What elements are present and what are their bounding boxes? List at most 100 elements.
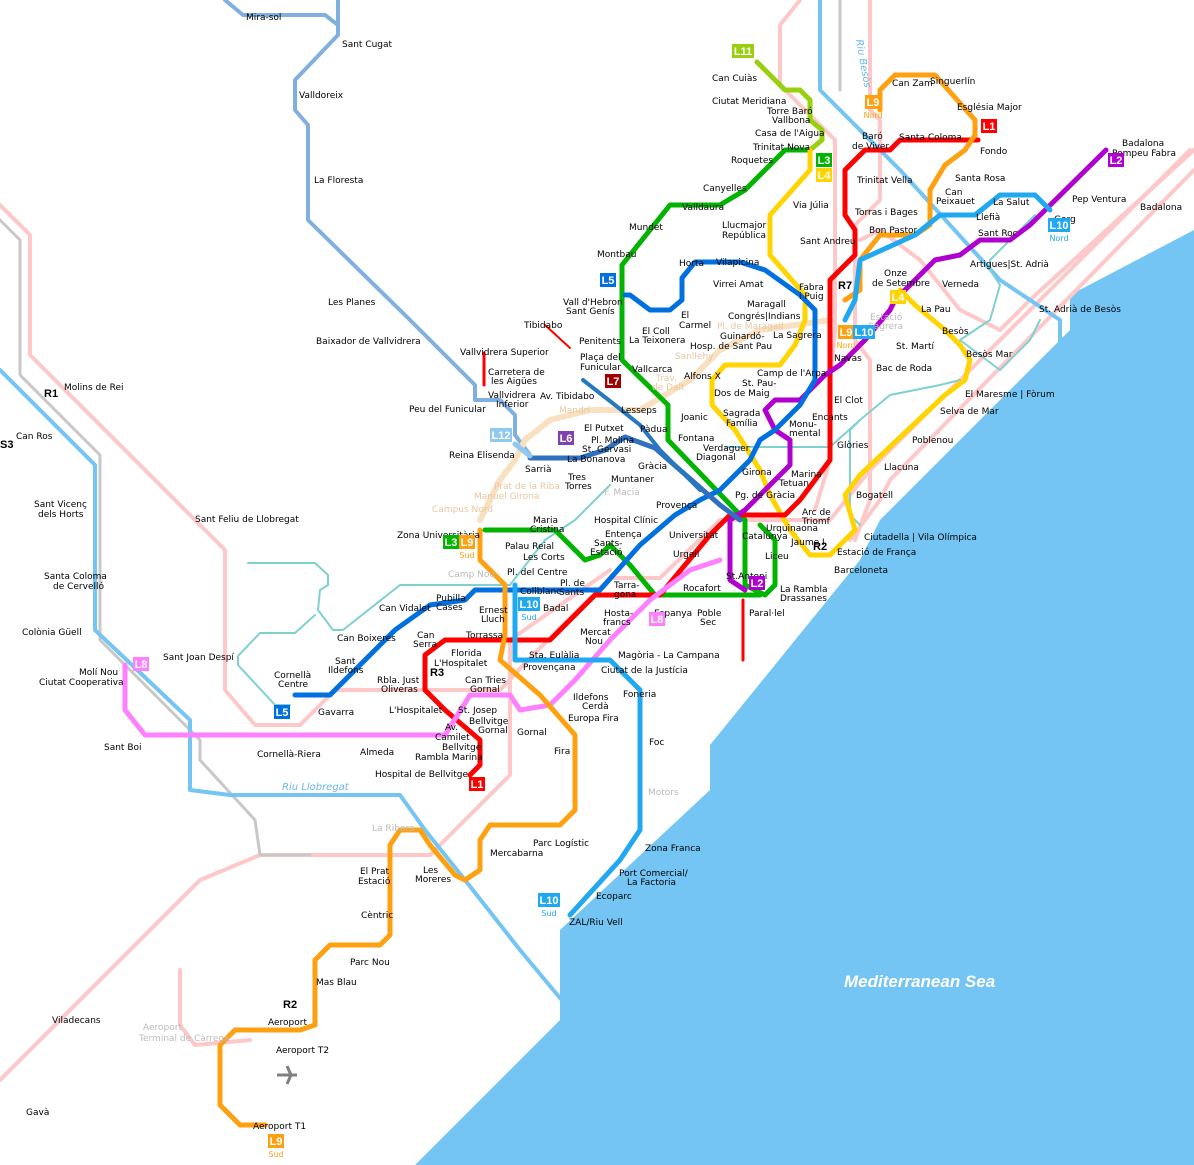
station-label[interactable]: Llucmajor: [722, 221, 766, 231]
station-label[interactable]: Santa Coloma: [44, 572, 107, 582]
station-label[interactable]: Encants: [812, 413, 848, 423]
station-label[interactable]: Can Boixeres: [337, 634, 396, 644]
station-label[interactable]: Besòs Mar: [966, 349, 1013, 360]
station-label[interactable]: El Prat: [360, 867, 390, 877]
station-label[interactable]: Sant Andreu: [800, 237, 856, 247]
station-label[interactable]: Penitents: [579, 337, 621, 347]
station-label[interactable]: Aeroport: [268, 1018, 307, 1028]
station-label[interactable]: Sant Feliu de Llobregat: [195, 515, 299, 525]
station-label[interactable]: Fontana: [678, 434, 714, 444]
station-label[interactable]: Foneria: [623, 690, 656, 700]
station-label[interactable]: Pl. del Centre: [507, 568, 568, 578]
station-label[interactable]: Trinitat Vella: [856, 176, 913, 186]
station-label[interactable]: Torrassa: [465, 631, 503, 641]
station-label[interactable]: Mercabarna: [490, 849, 543, 859]
station-label[interactable]: El Coll: [642, 327, 670, 337]
station-label[interactable]: Cases: [436, 603, 463, 613]
station-label[interactable]: Trav.: [655, 374, 677, 384]
station-label[interactable]: Sant Cugat: [342, 40, 393, 50]
station-label[interactable]: Trinitat Nova: [752, 143, 810, 153]
station-label[interactable]: Girona: [742, 468, 772, 478]
station-label[interactable]: Mandri: [559, 406, 590, 416]
station-label[interactable]: Molins de Rei: [64, 383, 124, 393]
station-label[interactable]: Aeroport T2: [276, 1046, 329, 1056]
station-label[interactable]: Drassanes: [780, 594, 827, 604]
station-label[interactable]: St. Josep: [458, 706, 497, 716]
station-label[interactable]: St. Adrià de Besòs: [1039, 304, 1121, 315]
line-badge-l8[interactable]: L8: [649, 612, 665, 626]
station-label[interactable]: mental: [789, 429, 821, 439]
station-label[interactable]: Fabra: [799, 283, 824, 293]
station-label[interactable]: Barceloneta: [834, 566, 888, 576]
station-label[interactable]: La Bonanova: [567, 455, 625, 465]
station-label[interactable]: Parc Logístic: [533, 839, 589, 849]
station-label[interactable]: de Cervelló: [53, 581, 104, 592]
station-label[interactable]: Santa Coloma: [899, 133, 962, 143]
station-label[interactable]: La Ribera: [372, 824, 415, 834]
station-label[interactable]: Sta. Eulàlia: [529, 651, 579, 661]
station-label[interactable]: Verdaguer: [703, 444, 750, 454]
station-label[interactable]: El Maresme | Fòrum: [965, 389, 1055, 400]
station-label[interactable]: Bon Pastor: [869, 226, 918, 236]
station-label[interactable]: Can Vidalet: [379, 604, 431, 614]
station-label[interactable]: Les Corts: [523, 553, 565, 563]
station-label[interactable]: Virrei Amat: [713, 280, 764, 290]
station-label[interactable]: Gavà: [26, 1108, 49, 1118]
station-label[interactable]: Les Planes: [328, 298, 376, 308]
station-label[interactable]: Badal: [543, 604, 568, 614]
station-label[interactable]: El Putxet: [584, 424, 624, 434]
line-badge-l1b[interactable]: L1: [469, 777, 485, 791]
station-label[interactable]: Provença: [656, 501, 697, 511]
station-label[interactable]: Hospital Clínic: [594, 516, 658, 526]
station-label[interactable]: Pg. de Gràcia: [735, 491, 795, 501]
line-badge-l6[interactable]: L6: [558, 431, 574, 445]
station-label[interactable]: Mas Blau: [316, 978, 357, 988]
station-label[interactable]: Sarrià: [525, 465, 552, 475]
station-label[interactable]: Vallvidrera: [488, 391, 536, 401]
station-label[interactable]: Pl. Molina: [591, 436, 634, 446]
station-label[interactable]: La Factoria: [627, 878, 676, 888]
station-label[interactable]: Zona Franca: [645, 844, 701, 854]
station-label[interactable]: Provençana: [523, 663, 576, 673]
station-label[interactable]: Tarra-: [613, 581, 640, 591]
station-label[interactable]: Badalona: [1140, 203, 1182, 213]
station-label[interactable]: Magòria - La Campana: [618, 650, 720, 661]
station-label[interactable]: Ciutat Meridiana: [712, 97, 786, 107]
station-label[interactable]: Verneda: [942, 280, 979, 290]
station-label[interactable]: Oliveras: [381, 685, 418, 695]
line-badge-l2[interactable]: L2: [1108, 153, 1124, 167]
station-label[interactable]: Bac de Roda: [876, 364, 932, 374]
station-label[interactable]: Pl. de: [560, 579, 585, 589]
station-label[interactable]: República: [722, 231, 766, 241]
station-label[interactable]: Tres: [567, 473, 586, 483]
station-label[interactable]: La Sagrera: [773, 331, 822, 341]
station-label[interactable]: Valldoreix: [299, 91, 344, 101]
station-label[interactable]: Casa de l'Aigua: [755, 129, 825, 139]
station-label[interactable]: Les: [423, 866, 438, 876]
station-label[interactable]: Triomf: [801, 517, 831, 527]
station-label[interactable]: Singuerlín: [930, 77, 975, 87]
station-label[interactable]: La Floresta: [314, 176, 363, 186]
station-label[interactable]: Tetuan: [778, 479, 809, 489]
station-label[interactable]: Canyelles: [703, 184, 747, 194]
line-badge-l1[interactable]: L1: [981, 119, 997, 133]
station-label[interactable]: Cornellà: [274, 671, 311, 681]
station-label[interactable]: Manuel Girona: [474, 492, 539, 502]
station-label[interactable]: La Rambla: [780, 585, 827, 595]
line-badge-l8b[interactable]: L8: [133, 657, 149, 671]
line-badge-l4b[interactable]: L4: [890, 290, 906, 304]
station-label[interactable]: Valldaura: [682, 203, 724, 213]
station-label[interactable]: Ernest: [479, 606, 508, 616]
station-label[interactable]: Horta: [679, 259, 704, 269]
station-label[interactable]: Av. Tibidabo: [540, 392, 595, 402]
station-label[interactable]: Ildefons: [328, 666, 364, 676]
station-label[interactable]: St. Pau-: [742, 379, 776, 389]
station-label[interactable]: Baixador de Vallvidrera: [316, 337, 421, 347]
station-label[interactable]: Vall d'Hebron: [563, 298, 623, 308]
station-label[interactable]: Colònia Güell: [22, 627, 82, 638]
line-badge-l3b[interactable]: L3: [443, 535, 459, 549]
station-label[interactable]: Vallbona: [772, 116, 810, 126]
station-label[interactable]: St.Antoni: [726, 572, 767, 582]
